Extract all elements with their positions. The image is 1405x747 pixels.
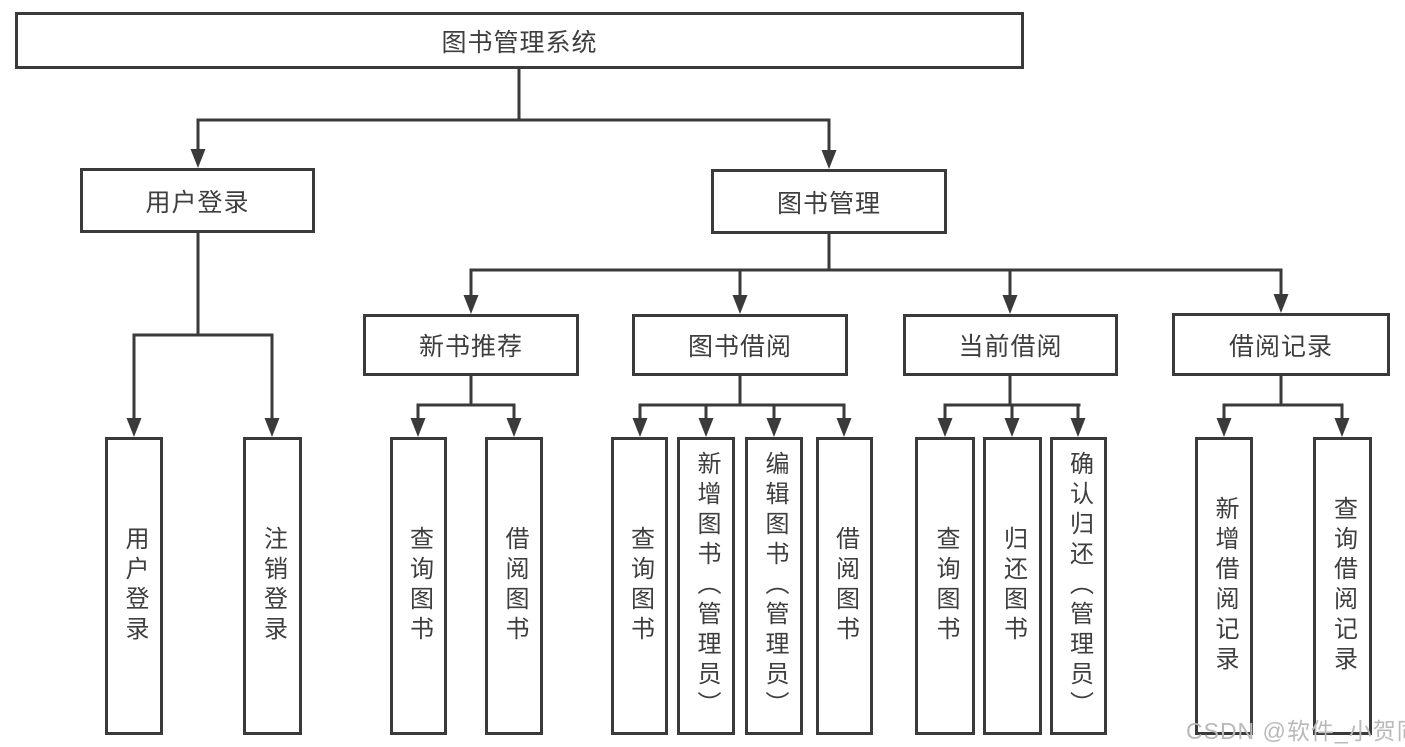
leaf-logout: 注销登录 xyxy=(243,437,302,735)
leaf-confirm-return-admin: 确认归还（管理员） xyxy=(1050,437,1107,735)
node-root: 图书管理系统 xyxy=(15,12,1024,69)
leaf-query-books-recommend: 查询图书 xyxy=(390,437,447,735)
leaf-query-books-borrow-label: 查询图书 xyxy=(626,526,654,646)
leaf-query-books-recommend-label: 查询图书 xyxy=(405,526,433,646)
node-book-borrowing-label: 图书借阅 xyxy=(687,333,792,361)
leaf-add-books-admin: 新增图书（管理员） xyxy=(677,437,735,735)
leaf-borrow-books-borrow: 借阅图书 xyxy=(816,437,873,735)
leaf-add-borrow-record: 新增借阅记录 xyxy=(1195,437,1253,735)
leaf-borrow-books-recommend: 借阅图书 xyxy=(485,437,543,735)
node-user-login: 用户登录 xyxy=(80,168,315,233)
node-borrowing-records-label: 借阅记录 xyxy=(1228,332,1333,361)
leaf-query-books-borrow: 查询图书 xyxy=(611,437,668,735)
leaf-user-login-label: 用户登录 xyxy=(121,526,148,646)
node-new-book-recommend: 新书推荐 xyxy=(363,314,579,376)
leaf-edit-books-admin: 编辑图书（管理员） xyxy=(745,437,803,735)
leaf-return-books: 归还图书 xyxy=(983,437,1042,735)
leaf-query-books-current-label: 查询图书 xyxy=(932,526,959,646)
node-root-label: 图书管理系统 xyxy=(441,28,598,57)
leaf-borrow-books-recommend-label: 借阅图书 xyxy=(501,526,528,646)
node-book-management: 图书管理 xyxy=(711,169,947,234)
csdn-watermark: CSDN @软件_小贺同学 xyxy=(1186,718,1405,744)
leaf-add-borrow-record-label: 新增借阅记录 xyxy=(1211,496,1238,676)
leaf-add-books-admin-label: 新增图书（管理员） xyxy=(693,451,720,721)
node-current-borrowing-label: 当前借阅 xyxy=(958,333,1063,361)
leaf-edit-books-admin-label: 编辑图书（管理员） xyxy=(761,451,788,721)
node-new-book-recommend-label: 新书推荐 xyxy=(418,333,523,361)
node-borrowing-records: 借阅记录 xyxy=(1172,313,1390,376)
leaf-return-books-label: 归还图书 xyxy=(999,526,1027,646)
leaf-logout-label: 注销登录 xyxy=(259,526,287,646)
leaf-borrow-books-borrow-label: 借阅图书 xyxy=(831,526,859,646)
arrowheads xyxy=(126,149,1350,437)
leaf-confirm-return-admin-label: 确认归还（管理员） xyxy=(1065,451,1093,721)
node-current-borrowing: 当前借阅 xyxy=(903,314,1118,376)
leaf-user-login: 用户登录 xyxy=(105,437,163,735)
leaf-query-borrow-record-label: 查询借阅记录 xyxy=(1329,496,1357,676)
node-book-borrowing: 图书借阅 xyxy=(632,314,848,376)
node-book-management-label: 图书管理 xyxy=(776,189,881,218)
leaf-query-books-current: 查询图书 xyxy=(915,437,975,735)
leaf-query-borrow-record: 查询借阅记录 xyxy=(1313,437,1372,735)
node-user-login-label: 用户登录 xyxy=(145,188,250,217)
